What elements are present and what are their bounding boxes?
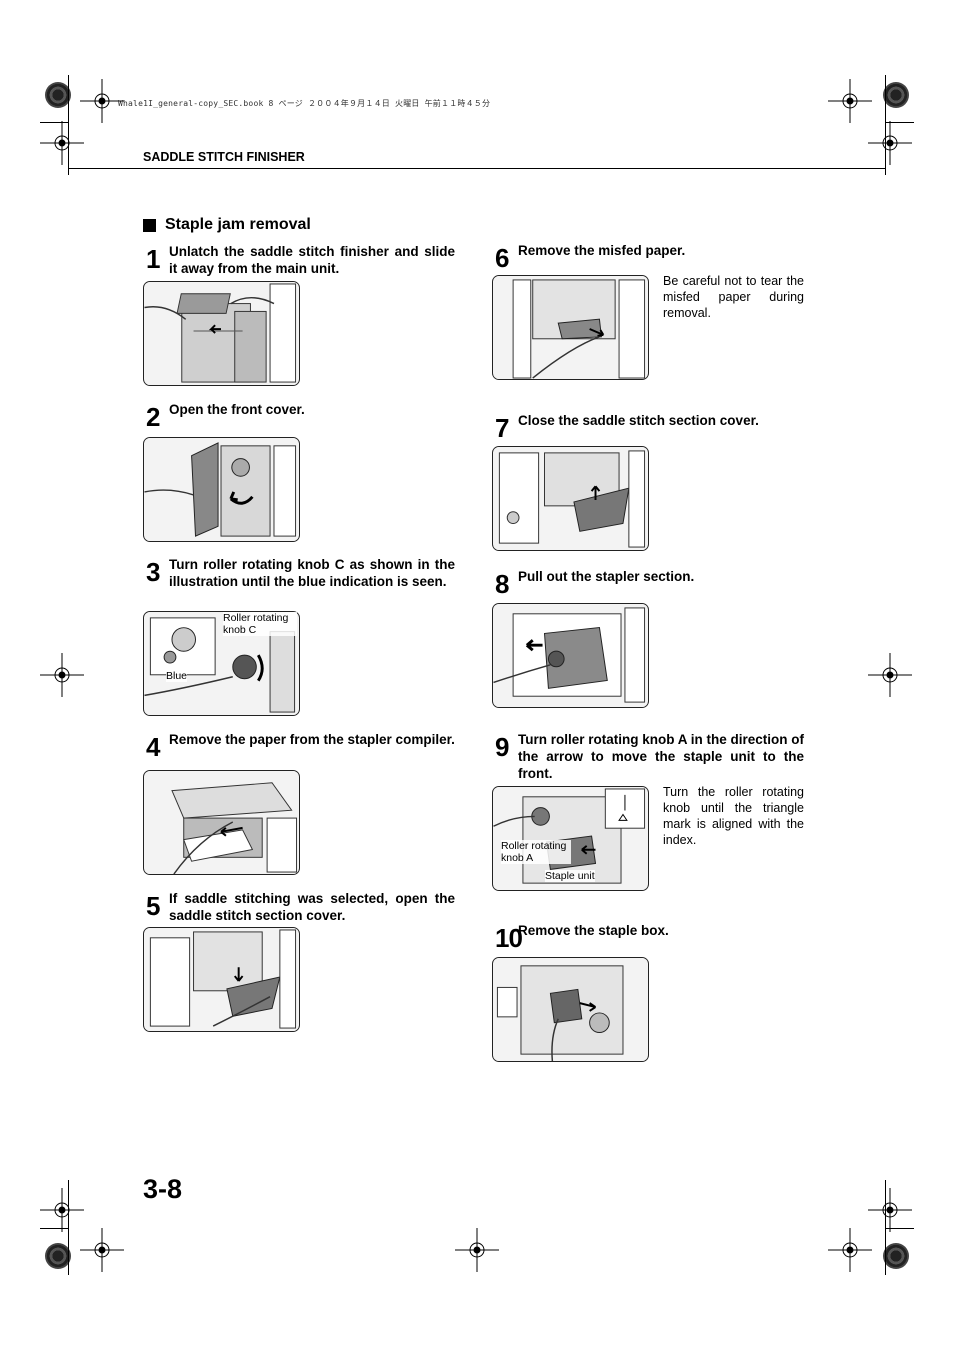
- step-number: 5: [146, 891, 161, 921]
- crosshair-mark-icon: [868, 653, 912, 697]
- step-10-illustration: [492, 957, 649, 1062]
- step-number: 9: [495, 732, 510, 762]
- step-5-illustration: [143, 927, 300, 1032]
- page-number: 3-8: [143, 1174, 183, 1204]
- step-8-illustration: [492, 603, 649, 708]
- step-instruction: Unlatch the saddle stitch finisher and s…: [169, 244, 455, 276]
- section-title: Staple jam removal: [143, 216, 311, 234]
- step-note: Turn the roller rotating knob until the …: [663, 785, 804, 847]
- step-number: 6: [495, 243, 510, 273]
- step-instruction: Pull out the stapler section.: [518, 569, 695, 584]
- running-head: SADDLE STITCH FINISHER: [143, 150, 305, 164]
- step-number: 7: [495, 413, 510, 443]
- step-number: 1: [146, 244, 161, 274]
- callout-label: Roller rotating knob C: [223, 612, 297, 636]
- step-instruction: Remove the misfed paper.: [518, 243, 686, 258]
- step-number: 8: [495, 569, 510, 599]
- step-number: 3: [146, 557, 161, 587]
- crosshair-mark-icon: [40, 1188, 84, 1232]
- crosshair-mark-icon: [80, 1228, 124, 1272]
- step-number: 10: [495, 923, 523, 953]
- crosshair-mark-icon: [828, 1228, 872, 1272]
- callout-label: Staple unit: [545, 870, 595, 882]
- color-rosette-mark: [45, 1243, 71, 1269]
- crosshair-mark-icon: [868, 121, 912, 165]
- file-info-slug: Whale1I_general-copy_SEC.book 8 ページ ２００４…: [118, 99, 491, 108]
- crosshair-mark-icon: [868, 1188, 912, 1232]
- crosshair-mark-icon: [828, 79, 872, 123]
- crosshair-mark-icon: [40, 653, 84, 697]
- square-bullet-icon: [143, 218, 156, 232]
- step-instruction: Turn roller rotating knob C as shown in …: [169, 557, 455, 589]
- crosshair-mark-icon: [40, 121, 84, 165]
- step-number: 4: [146, 732, 161, 762]
- color-rosette-mark: [883, 82, 909, 108]
- crosshair-mark-icon: [80, 79, 124, 123]
- step-note: Be careful not to tear the misfed paper …: [663, 274, 804, 320]
- callout-label: Blue: [166, 670, 188, 682]
- step-instruction: If saddle stitching was selected, open t…: [169, 891, 455, 923]
- step-1-illustration: [143, 281, 300, 386]
- step-4-illustration: [143, 770, 300, 875]
- step-instruction: Remove the staple box.: [518, 923, 669, 938]
- step-instruction: Turn roller rotating knob A in the direc…: [518, 732, 804, 781]
- step-7-illustration: [492, 446, 649, 551]
- step-instruction: Close the saddle stitch section cover.: [518, 413, 759, 428]
- callout-label: Roller rotating knob A: [501, 840, 571, 864]
- step-6-illustration: [492, 275, 649, 380]
- step-9-illustration: [492, 786, 649, 891]
- section-title-text: Staple jam removal: [165, 216, 311, 233]
- header-rule: [68, 168, 886, 169]
- color-rosette-mark: [45, 82, 71, 108]
- step-number: 2: [146, 402, 161, 432]
- crosshair-mark-icon: [455, 1228, 499, 1272]
- step-instruction: Open the front cover.: [169, 402, 305, 417]
- step-2-illustration: [143, 437, 300, 542]
- step-instruction: Remove the paper from the stapler compil…: [169, 732, 455, 747]
- color-rosette-mark: [883, 1243, 909, 1269]
